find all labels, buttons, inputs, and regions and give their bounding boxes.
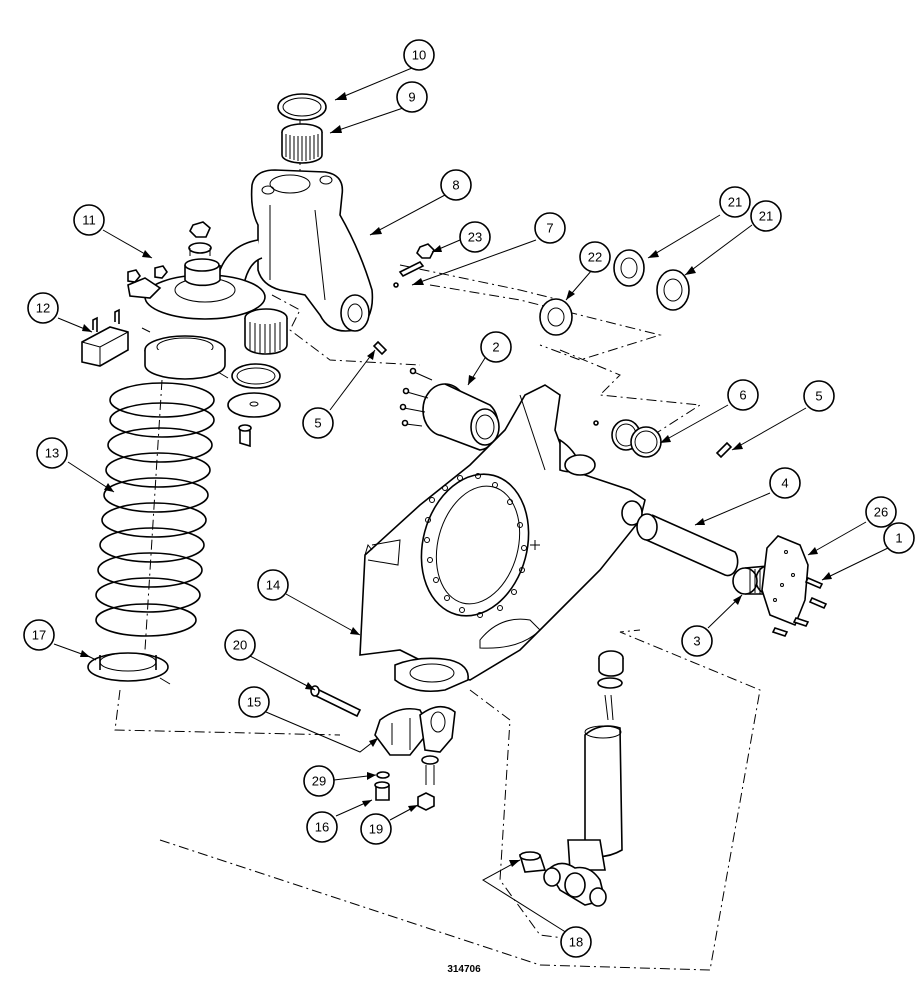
- shock-absorber-18: [518, 650, 624, 907]
- svg-text:5: 5: [314, 416, 321, 431]
- bolt-16: [374, 755, 439, 801]
- callout-7: 7: [534, 212, 566, 244]
- washer-22: [539, 298, 573, 336]
- callout-5-left: 5: [302, 407, 334, 439]
- callout-23: 23: [459, 221, 491, 253]
- callout-19: 19: [360, 813, 392, 845]
- seal-ring-10: [277, 93, 327, 121]
- svg-text:21: 21: [759, 209, 773, 224]
- callout-14: 14: [257, 569, 289, 601]
- callout-4: 4: [769, 467, 801, 499]
- callout-10: 10: [403, 39, 435, 71]
- svg-text:8: 8: [452, 178, 459, 193]
- bolts-1: [771, 576, 828, 637]
- callout-26: 26: [865, 496, 897, 528]
- nut-19: [417, 792, 435, 811]
- callout-20: 20: [224, 629, 256, 661]
- nut-23: [416, 243, 435, 259]
- svg-text:4: 4: [781, 476, 788, 491]
- svg-text:23: 23: [468, 230, 482, 245]
- figure-number: 314706: [447, 964, 481, 975]
- callout-11: 11: [73, 204, 105, 236]
- svg-text:17: 17: [32, 628, 46, 643]
- svg-text:7: 7: [546, 221, 553, 236]
- callout-17: 17: [23, 619, 55, 651]
- callout-21-b: 21: [750, 200, 782, 232]
- callout-13: 13: [36, 437, 68, 469]
- callout-16: 16: [306, 811, 338, 843]
- callouts: 10 9 8 11 23 7 21 21 22 12 2 6 5 5 13 4 …: [23, 39, 915, 958]
- callout-15: 15: [238, 686, 270, 718]
- svg-text:21: 21: [728, 195, 742, 210]
- svg-text:26: 26: [874, 505, 888, 520]
- coil-spring-13: [95, 379, 215, 651]
- washer-21-a: [613, 249, 645, 287]
- pivot-pin-4: [636, 513, 739, 577]
- washer-21-b: [656, 269, 690, 311]
- lower-bearing: [227, 308, 288, 448]
- svg-text:3: 3: [693, 634, 700, 649]
- washer-29: [376, 771, 390, 779]
- svg-text:1: 1: [895, 531, 902, 546]
- bearing-9: [281, 123, 323, 164]
- plate-26: [761, 535, 809, 627]
- svg-text:6: 6: [739, 388, 746, 403]
- clamp-15: [374, 705, 456, 756]
- callout-3: 3: [681, 625, 713, 657]
- callout-6: 6: [727, 379, 759, 411]
- callout-1: 1: [883, 522, 915, 554]
- svg-text:10: 10: [412, 48, 426, 63]
- callout-5-right: 5: [803, 380, 835, 412]
- callout-leaders: [53, 67, 889, 939]
- callout-12: 12: [27, 292, 59, 324]
- callout-2: 2: [480, 331, 512, 363]
- svg-text:2: 2: [492, 340, 499, 355]
- pin-20: [310, 685, 362, 718]
- bumper-12: [81, 308, 129, 367]
- svg-text:20: 20: [233, 638, 247, 653]
- callout-29: 29: [303, 765, 335, 797]
- retainer-2: [399, 367, 500, 451]
- callout-21-a: 21: [719, 186, 751, 218]
- spring-insulator-upper: [141, 327, 229, 380]
- callout-9: 9: [396, 81, 428, 113]
- fitting-5-right: [715, 441, 733, 459]
- svg-text:29: 29: [312, 774, 326, 789]
- fitting-5-upper: [372, 340, 388, 356]
- seal-6: [593, 419, 662, 458]
- svg-text:16: 16: [315, 820, 329, 835]
- svg-text:14: 14: [266, 578, 280, 593]
- callout-8: 8: [440, 169, 472, 201]
- pin-7: [393, 260, 425, 288]
- knuckle-8: [217, 169, 374, 332]
- svg-text:15: 15: [247, 695, 261, 710]
- svg-text:22: 22: [588, 250, 602, 265]
- housing-14: [359, 384, 646, 693]
- svg-text:13: 13: [45, 446, 59, 461]
- svg-text:19: 19: [369, 822, 383, 837]
- callout-22: 22: [579, 241, 611, 273]
- svg-text:5: 5: [815, 389, 822, 404]
- svg-text:11: 11: [82, 213, 96, 228]
- svg-text:12: 12: [36, 301, 50, 316]
- svg-text:9: 9: [408, 90, 415, 105]
- lower-spring-seat-17: [85, 652, 171, 685]
- callout-18: 18: [560, 926, 592, 958]
- bolt-circle: [424, 473, 527, 618]
- svg-text:18: 18: [569, 935, 583, 950]
- upper-seat-11: [127, 221, 266, 320]
